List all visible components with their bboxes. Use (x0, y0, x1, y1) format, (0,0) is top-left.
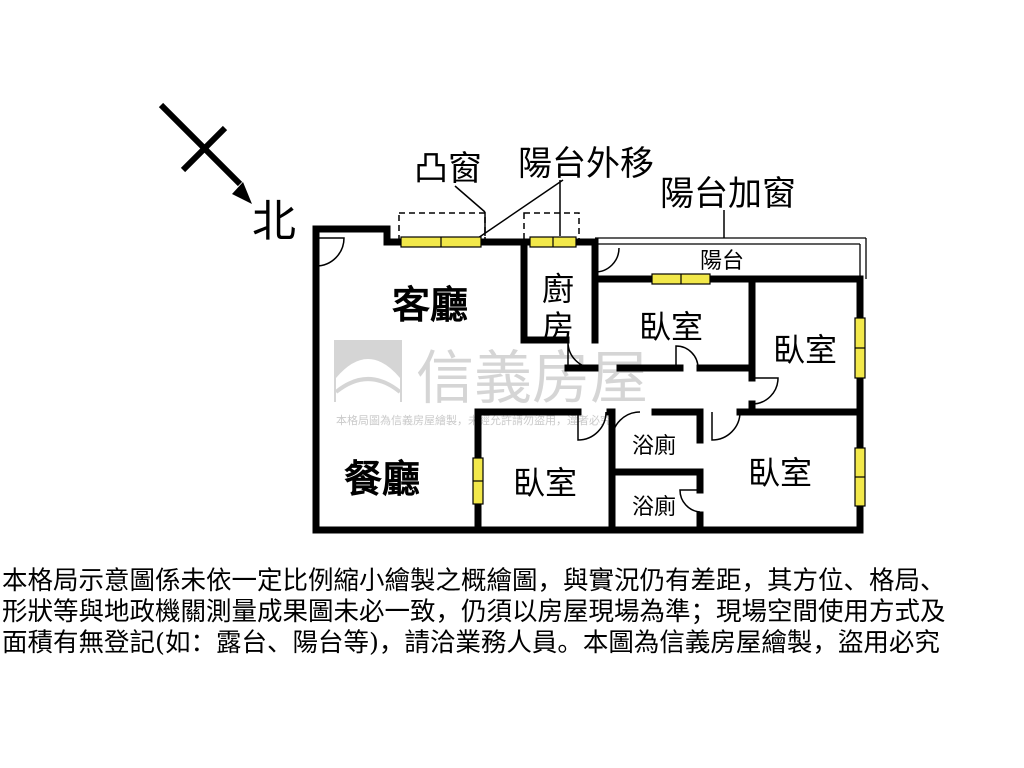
compass-label: 北 (252, 196, 296, 247)
room-kitchen-1: 廚 (542, 270, 574, 308)
room-balcony: 陽台 (700, 249, 744, 274)
room-bedroom-1: 臥室 (639, 308, 703, 346)
disclaimer-line-3: 面積有無登記(如：露台、陽台等)，請洽業務人員。本圖為信義房屋繪製，盜用必究 (2, 628, 940, 658)
watermark-logo (334, 340, 402, 402)
room-dining: 餐廳 (344, 456, 420, 501)
disclaimer-line-1: 本格局示意圖係未依一定比例縮小繪製之概繪圖，與實況仍有差距，其方位、格局、 (2, 566, 946, 596)
balcony-outline (595, 237, 867, 279)
watermark-brand: 信義房屋 (416, 344, 648, 412)
room-bedroom-2: 臥室 (773, 331, 837, 369)
bay-window-label: 凸窗 (414, 149, 482, 189)
room-bedroom-4: 臥室 (748, 454, 812, 492)
room-bathroom-2: 浴廁 (632, 495, 676, 520)
room-kitchen-2: 房 (542, 308, 574, 346)
watermark: 信義房屋 本格局圖為信義房屋繪製，未經允許請勿盜用，違者必究 (334, 340, 648, 427)
floor-plan: 信義房屋 本格局圖為信義房屋繪製，未經允許請勿盜用，違者必究 北 凸窗 陽台外移… (158, 102, 867, 534)
room-bedroom-3: 臥室 (513, 464, 577, 502)
watermark-notice: 本格局圖為信義房屋繪製，未經允許請勿盜用，違者必究 (336, 413, 611, 427)
room-bathroom-1: 浴廁 (632, 434, 676, 459)
disclaimer-line-2: 形狀等與地政機關測量成果圖未必一致，仍須以房屋現場為準；現場空間使用方式及 (2, 597, 946, 627)
disclaimer: 本格局示意圖係未依一定比例縮小繪製之概繪圖，與實況仍有差距，其方位、格局、 形狀… (2, 566, 1022, 659)
doors (315, 237, 779, 513)
windows (400, 236, 866, 507)
balcony-moved-out-label: 陽台外移 (518, 144, 654, 184)
walls (312, 225, 864, 534)
north-arrow (158, 102, 252, 204)
balcony-window-added-label: 陽台加窗 (660, 174, 796, 214)
room-living: 客廳 (392, 282, 468, 327)
